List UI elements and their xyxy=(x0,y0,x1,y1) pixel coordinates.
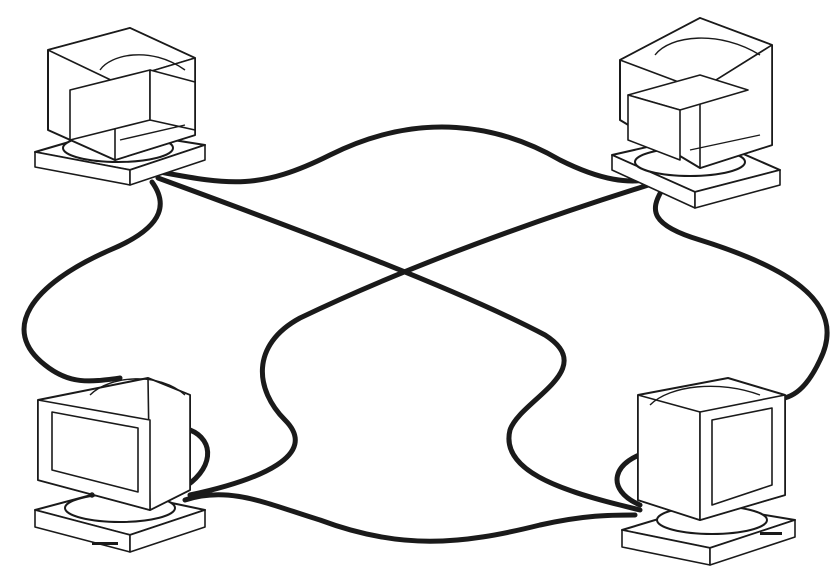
computer-top-right xyxy=(611,17,781,209)
computer-bottom-right xyxy=(621,377,796,566)
cable-top-right-to-bottom-right xyxy=(652,187,830,403)
cable-top-right-to-bottom-left xyxy=(187,179,661,498)
cable-top-left-to-bottom-left xyxy=(21,179,163,384)
cable-bottom-left-to-bottom-right xyxy=(182,492,638,544)
cables xyxy=(21,124,830,544)
computer-bottom-left xyxy=(34,377,206,553)
computer-top-left xyxy=(34,27,206,186)
cable-top-left-to-bottom-right xyxy=(155,175,643,513)
cable-top-left-to-top-right xyxy=(157,124,658,185)
